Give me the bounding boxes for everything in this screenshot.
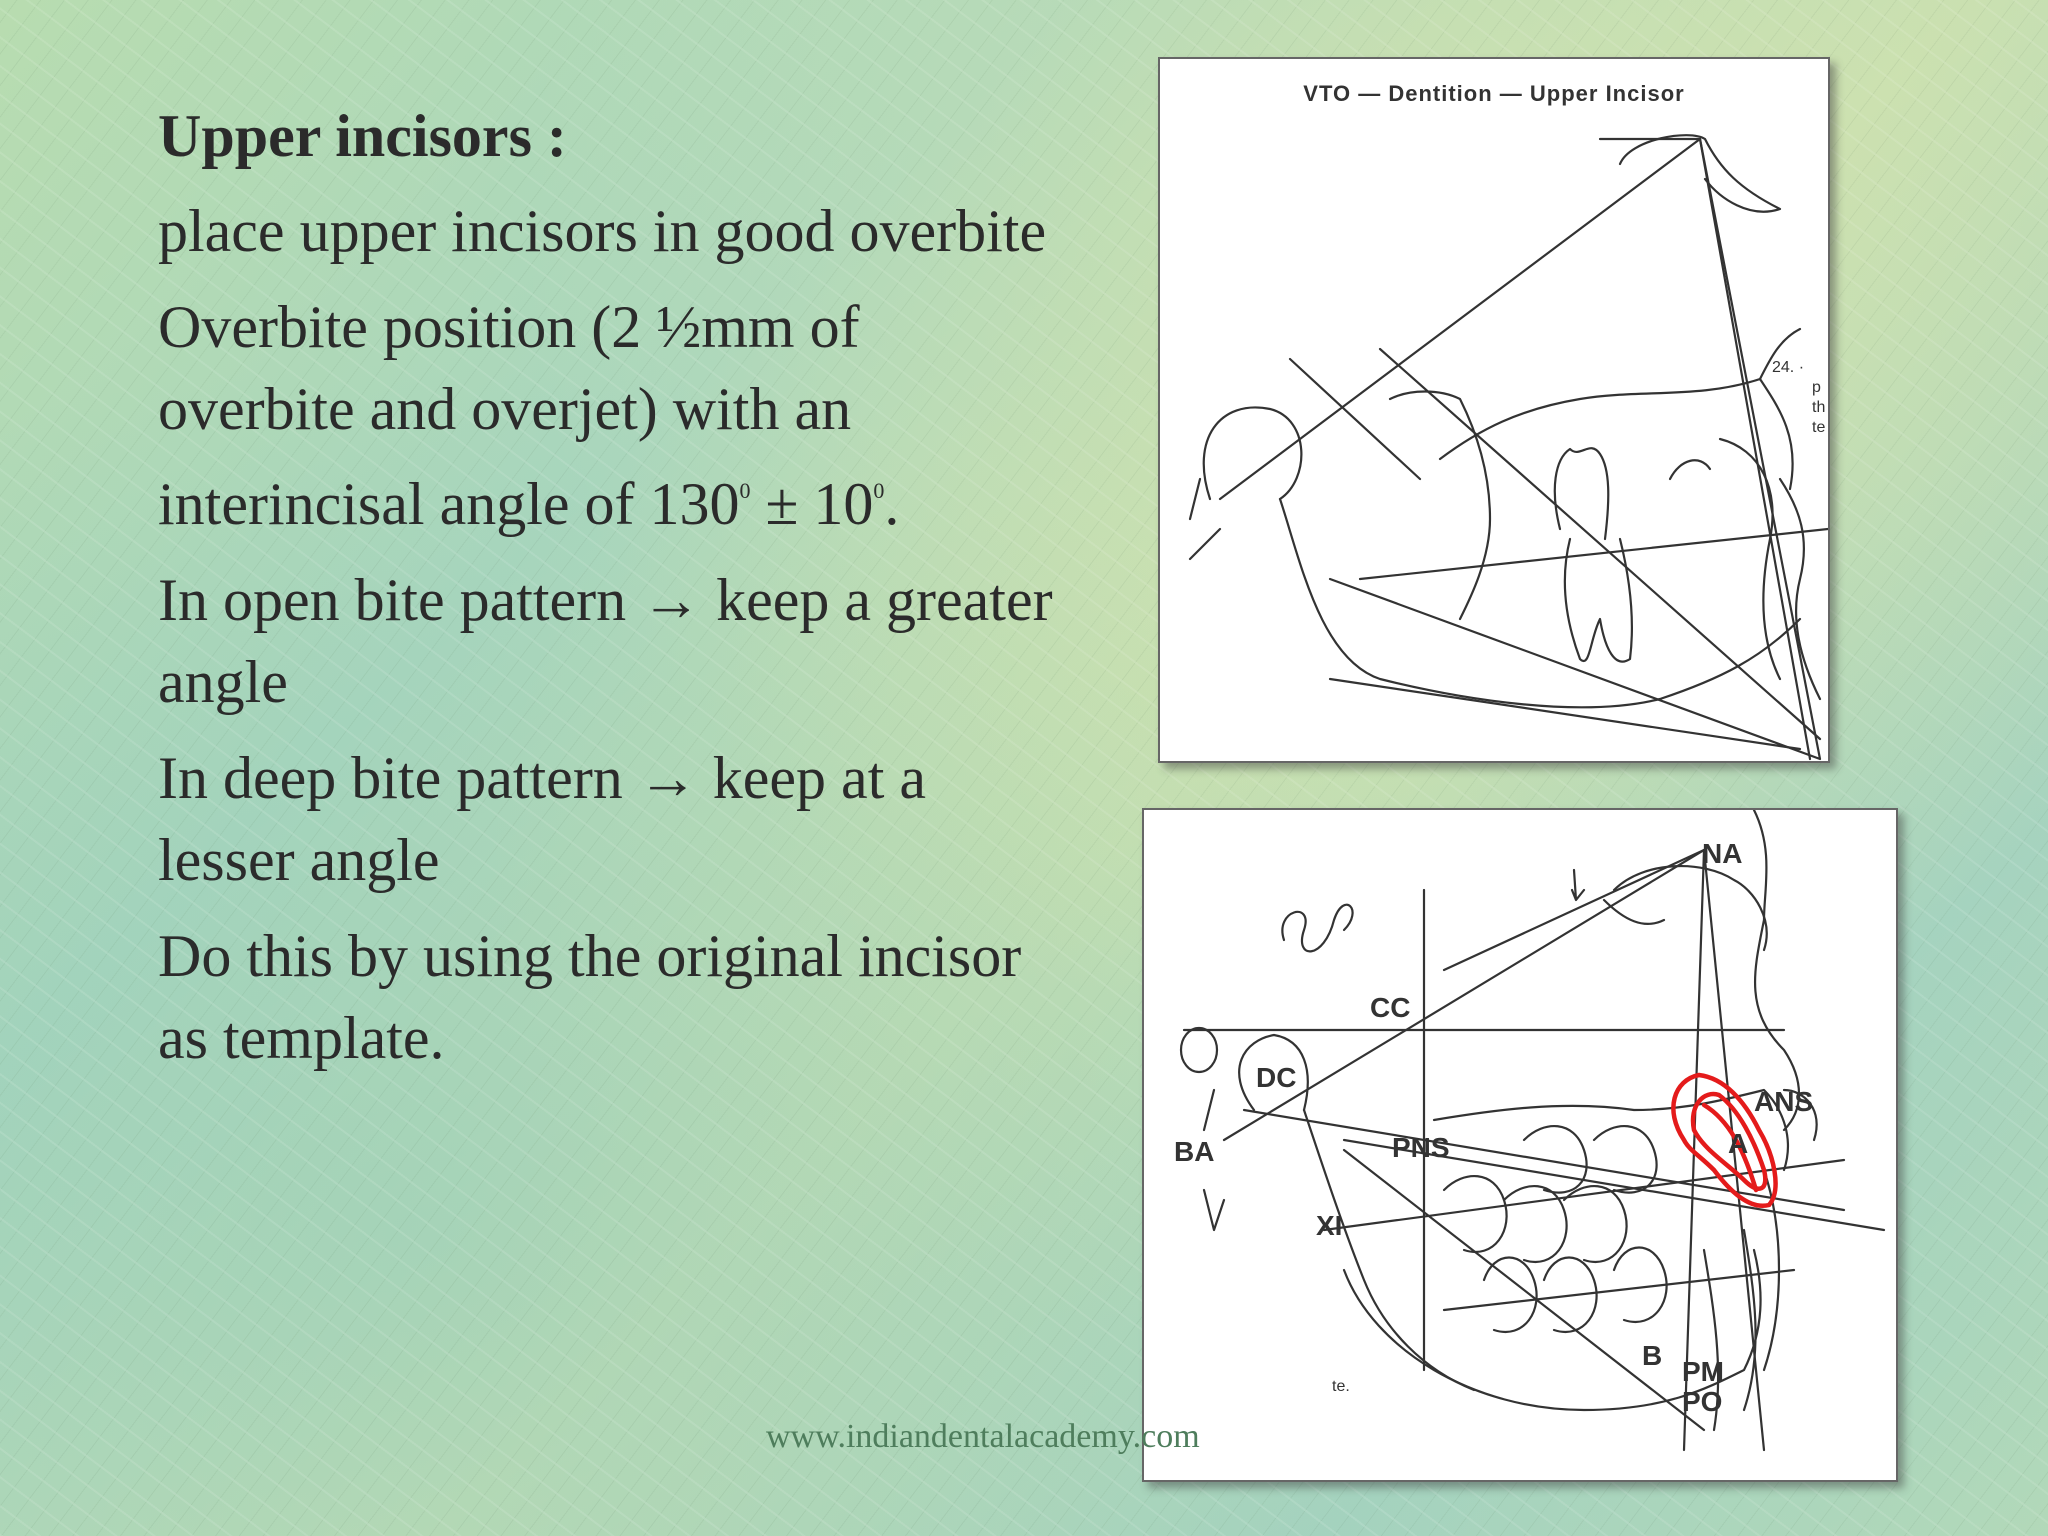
degree-mark-1: 0 [739, 478, 751, 503]
label-cc: CC [1370, 992, 1411, 1023]
label-te: te. [1332, 1378, 1350, 1395]
margin-text-1: 24. · [1772, 359, 1805, 376]
margin-text-4: te [1812, 419, 1826, 436]
slide-text: Upper incisors : place upper incisors in… [158, 100, 1058, 1093]
slide-title: Upper incisors : [158, 103, 567, 169]
label-dc: DC [1256, 1062, 1297, 1093]
paragraph-angle: Overbite position (2 ½mm of overbite and… [158, 286, 1058, 545]
plus-minus-text: ± 10 [750, 471, 874, 537]
label-a: A [1728, 1128, 1749, 1159]
margin-text-3: th [1812, 399, 1826, 416]
label-na: NA [1702, 838, 1743, 869]
label-ba: BA [1174, 1136, 1215, 1167]
footer-url[interactable]: www.indiandentalacademy.com [766, 1418, 1200, 1455]
paragraph-deep-bite: In deep bite pattern → keep at a lesser … [158, 745, 926, 893]
paragraph-open-bite: In open bite pattern → keep a greater an… [158, 567, 1053, 715]
label-po: PO [1682, 1386, 1723, 1417]
label-xi: XI [1316, 1210, 1343, 1241]
label-pm: PM [1682, 1356, 1724, 1387]
figure-title: VTO — Dentition — Upper Incisor [1303, 81, 1685, 106]
degree-mark-2: 0 [873, 478, 885, 503]
angle-text: Overbite position (2 ½mm of overbite and… [158, 294, 860, 537]
vto-upper-incisor-figure: VTO — Dentition — Upper Incisor [1158, 57, 1830, 763]
cephalometric-tracing-figure: NA CC DC ANS A BA PNS XI B PM PO te. [1142, 808, 1898, 1482]
label-b: B [1642, 1340, 1663, 1371]
ceph-tracing-drawing [1179, 810, 1886, 1452]
label-pns: PNS [1392, 1132, 1450, 1163]
paragraph-overbite: place upper incisors in good overbite [158, 198, 1047, 264]
margin-text-2: p [1812, 379, 1821, 396]
vto-tracing-drawing [1188, 134, 1828, 761]
paragraph-template: Do this by using the original incisor as… [158, 923, 1022, 1071]
angle-end: . [884, 471, 900, 537]
label-ans: ANS [1754, 1086, 1814, 1117]
